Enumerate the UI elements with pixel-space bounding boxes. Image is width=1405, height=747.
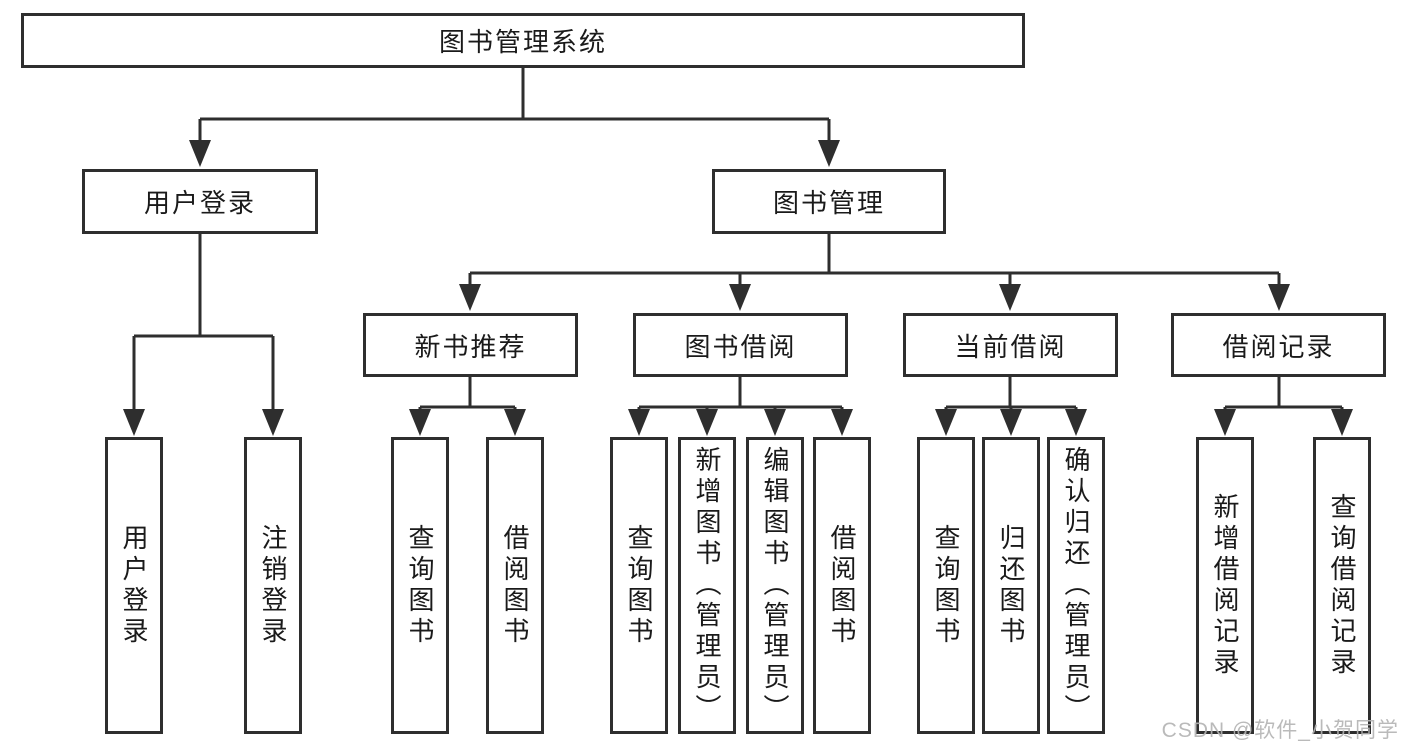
leaf-query-books-current: 查询图书 — [917, 437, 975, 734]
leaf-borrow-books-recommend: 借阅图书 — [486, 437, 544, 734]
leaf-user-login: 用户登录 — [105, 437, 163, 734]
arrowheads — [123, 140, 1353, 436]
node-book-borrow-label: 图书借阅 — [684, 331, 797, 362]
node-borrow-records: 借阅记录 — [1171, 313, 1386, 377]
node-user-login: 用户登录 — [82, 169, 318, 234]
leaf-query-books-recommend: 查询图书 — [391, 437, 449, 734]
leaf-logout-label: 注销登录 — [258, 523, 288, 648]
leaf-confirm-return-admin: 确认归还（管理员） — [1047, 437, 1105, 734]
leaf-query-books-recommend-label: 查询图书 — [405, 523, 435, 648]
node-root-label: 图书管理系统 — [438, 27, 607, 57]
leaf-add-books-admin-label: 新增图书（管理员） — [692, 446, 722, 725]
leaf-borrow-books-recommend-label: 借阅图书 — [500, 523, 530, 648]
node-user-login-label: 用户登录 — [143, 188, 256, 218]
leaf-edit-books-admin: 编辑图书（管理员） — [746, 437, 804, 734]
leaf-borrow-books: 借阅图书 — [813, 437, 871, 734]
leaf-borrow-books-label: 借阅图书 — [827, 523, 857, 648]
node-current-borrow: 当前借阅 — [903, 313, 1118, 377]
node-borrow-records-label: 借阅记录 — [1222, 331, 1335, 362]
leaf-add-books-admin: 新增图书（管理员） — [678, 437, 736, 734]
leaf-query-borrow-record-label: 查询借阅记录 — [1327, 492, 1357, 679]
leaf-add-borrow-record-label: 新增借阅记录 — [1210, 492, 1240, 679]
leaf-user-login-label: 用户登录 — [119, 523, 149, 648]
node-new-book-recommend-label: 新书推荐 — [414, 331, 527, 362]
node-book-management: 图书管理 — [712, 169, 946, 234]
leaf-query-books-borrow-label: 查询图书 — [624, 523, 654, 648]
leaf-confirm-return-admin-label: 确认归还（管理员） — [1061, 446, 1091, 725]
leaf-edit-books-admin-label: 编辑图书（管理员） — [760, 446, 790, 725]
leaf-add-borrow-record: 新增借阅记录 — [1196, 437, 1254, 734]
leaf-query-books-current-label: 查询图书 — [931, 523, 961, 648]
leaf-logout: 注销登录 — [244, 437, 302, 734]
leaf-return-books: 归还图书 — [982, 437, 1040, 734]
node-book-borrow: 图书借阅 — [633, 313, 848, 377]
node-root-system: 图书管理系统 — [21, 13, 1025, 68]
node-current-borrow-label: 当前借阅 — [954, 331, 1067, 362]
node-new-book-recommend: 新书推荐 — [363, 313, 578, 377]
leaf-query-books-borrow: 查询图书 — [610, 437, 668, 734]
csdn-watermark: CSDN @软件_小贺同学 — [1161, 719, 1399, 742]
leaf-query-borrow-record: 查询借阅记录 — [1313, 437, 1371, 734]
leaf-return-books-label: 归还图书 — [996, 523, 1026, 648]
node-book-management-label: 图书管理 — [772, 188, 885, 218]
